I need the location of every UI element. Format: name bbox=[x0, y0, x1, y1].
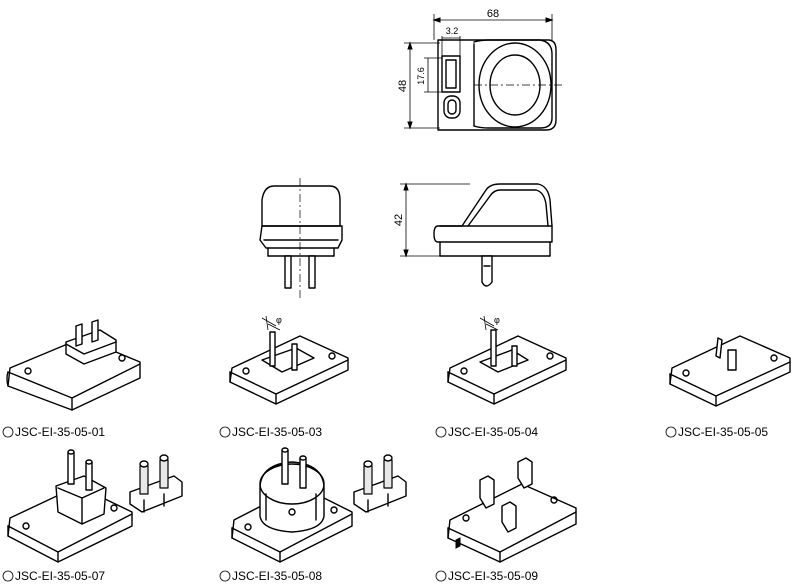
front-view bbox=[259, 178, 343, 298]
side-view: 42 bbox=[393, 182, 553, 287]
variant-label-04: JSC-EI-35-05-04 bbox=[448, 425, 538, 439]
phi-mark-03: φ bbox=[276, 315, 282, 325]
variant-label-08: JSC-EI-35-05-08 bbox=[232, 569, 322, 583]
variant-07-drawing bbox=[7, 449, 183, 563]
dim-height-top: 48 bbox=[397, 80, 409, 92]
variant-04-drawing: φ bbox=[447, 315, 567, 405]
variant-label-07: JSC-EI-35-05-07 bbox=[15, 569, 105, 583]
variant-05-drawing bbox=[669, 335, 791, 407]
variant-label-05: JSC-EI-35-05-05 bbox=[678, 425, 768, 439]
variant-01-drawing bbox=[6, 319, 141, 411]
dim-slot-width: 3.2 bbox=[446, 26, 459, 36]
variant-09-drawing bbox=[447, 457, 577, 563]
variant-labels: JSC-EI-35-05-01 JSC-EI-35-05-03 JSC-EI-3… bbox=[2, 425, 768, 583]
variant-label-01: JSC-EI-35-05-01 bbox=[15, 425, 105, 439]
variant-label-09: JSC-EI-35-05-09 bbox=[448, 569, 538, 583]
variant-label-03: JSC-EI-35-05-03 bbox=[232, 425, 322, 439]
dim-slot-height: 17.6 bbox=[416, 67, 426, 85]
phi-mark-04: φ bbox=[494, 315, 500, 325]
dim-width: 68 bbox=[487, 8, 499, 20]
dim-height-side: 42 bbox=[393, 214, 405, 226]
variant-08-drawing bbox=[231, 447, 407, 563]
top-view: 68 3.2 48 17.6 bbox=[397, 8, 562, 131]
variant-03-drawing: φ bbox=[229, 315, 349, 405]
